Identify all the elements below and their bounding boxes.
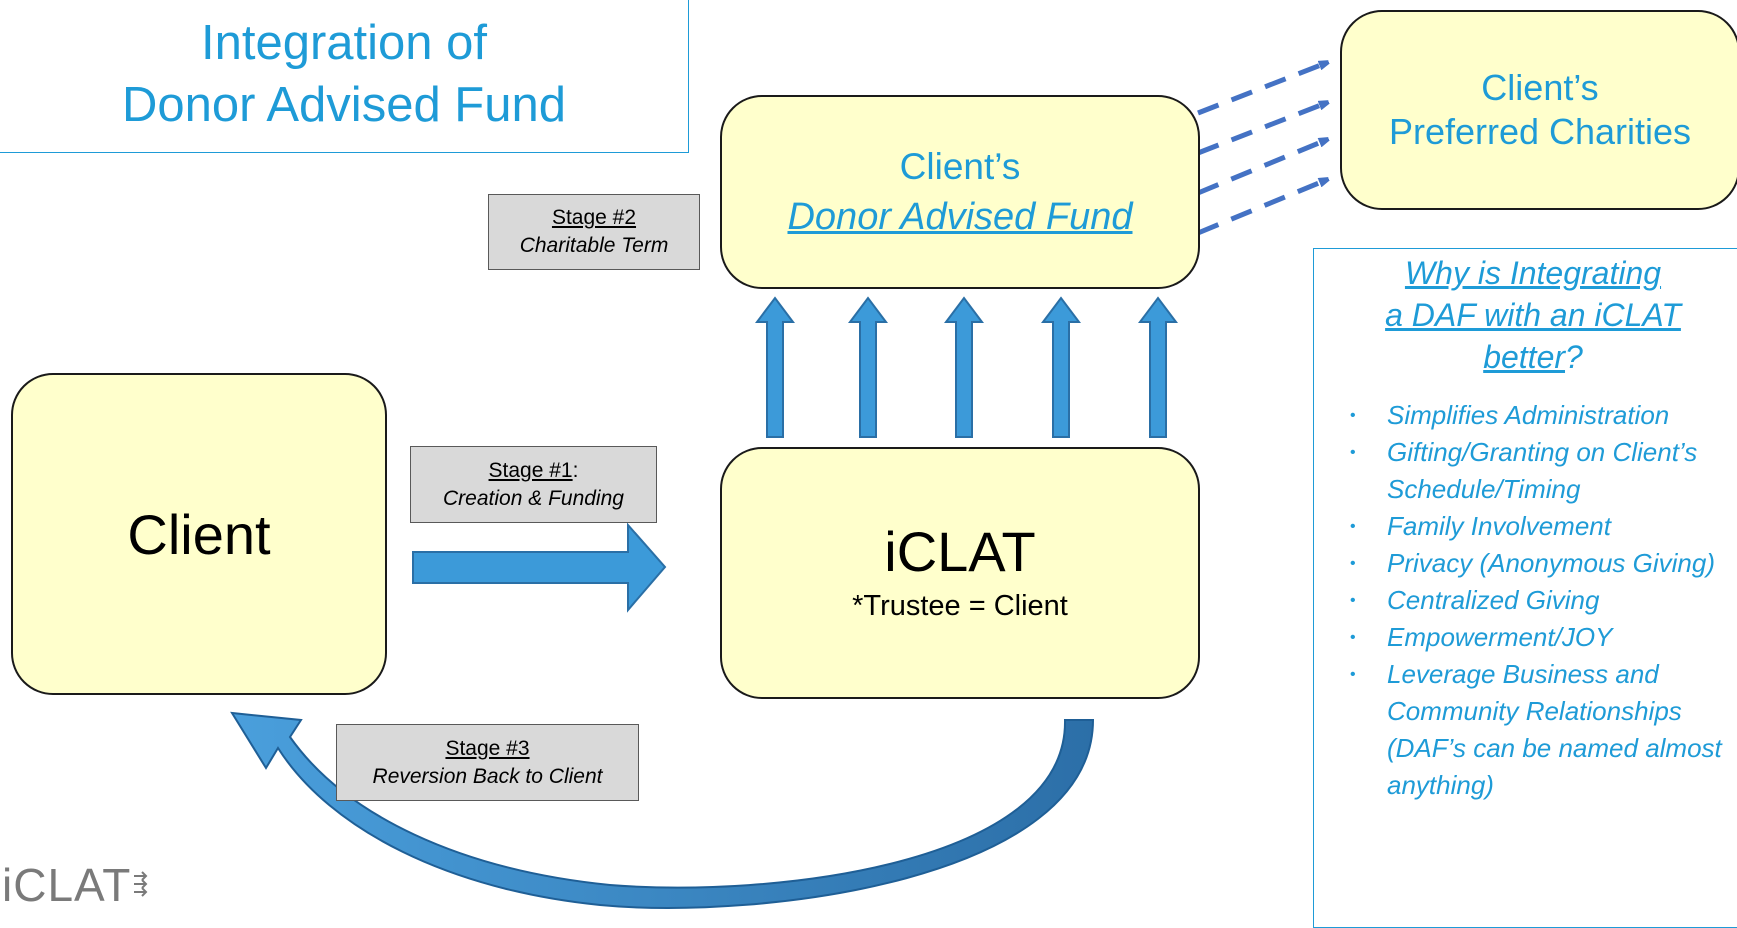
iclat-sublabel: *Trustee = Client	[852, 590, 1068, 622]
benefit-text: Privacy (Anonymous Giving)	[1387, 548, 1715, 578]
diagram-title: Integration of Donor Advised Fund	[0, 0, 689, 153]
benefit-item: •Simplifies Administration	[1350, 400, 1670, 430]
why-title-line-1: Why is Integrating	[1404, 255, 1662, 291]
funding-up-arrows	[755, 296, 1178, 438]
benefit-text: Centralized Giving	[1387, 585, 1600, 615]
benefit-text: Leverage Business and Community Relation…	[1387, 659, 1722, 800]
why-title-line-2: a DAF with an iCLAT	[1385, 297, 1681, 333]
stage2-description: Charitable Term	[519, 234, 669, 257]
stage1-suffix: :	[572, 458, 579, 482]
why-title-question: ?	[1565, 339, 1583, 375]
node-iclat: iCLAT *Trustee = Client	[720, 447, 1200, 699]
charities-label-line-2: Preferred Charities	[1388, 111, 1692, 152]
why-title: Why is Integrating a DAF with an iCLAT b…	[1313, 252, 1737, 378]
stage1-number: Stage #1	[488, 458, 573, 482]
benefit-text: Family Involvement	[1387, 511, 1611, 541]
node-client: Client	[11, 373, 387, 695]
dashed-arrow-4	[1197, 180, 1326, 236]
daf-label-line-1: Client’s	[899, 146, 1021, 187]
node-donor-advised-fund: Client’s Donor Advised Fund	[720, 95, 1200, 289]
stage3-curved-arrow	[230, 711, 1095, 909]
up-arrow-4	[1041, 296, 1081, 438]
benefit-item: •Privacy (Anonymous Giving)	[1350, 548, 1715, 578]
up-arrow-2	[848, 296, 888, 438]
client-label: Client	[127, 502, 271, 566]
grant-dashed-arrows	[1197, 63, 1326, 236]
benefit-item: •Leverage Business and Community Relatio…	[1350, 659, 1722, 800]
stage1-number-row: Stage #1:	[489, 457, 579, 485]
up-arrow-1	[755, 296, 795, 438]
stage3-description: Reversion Back to Client	[372, 764, 603, 788]
node-preferred-charities: Client’s Preferred Charities	[1340, 10, 1737, 210]
up-arrow-5	[1138, 296, 1178, 438]
stage2-number: Stage #2	[551, 206, 637, 229]
stage3-label: Stage #3 Reversion Back to Client	[336, 724, 639, 801]
stage1-label: Stage #1: Creation & Funding	[410, 446, 657, 523]
benefit-item: •Family Involvement	[1350, 511, 1611, 541]
benefit-text: Gifting/Granting on Client’s Schedule/Ti…	[1387, 437, 1698, 504]
benefit-text: Empowerment/JOY	[1387, 622, 1613, 652]
why-benefits-list: •Simplifies Administration •Gifting/Gran…	[1350, 397, 1737, 804]
benefit-item: •Empowerment/JOY	[1350, 622, 1613, 652]
dashed-arrow-1	[1197, 63, 1326, 116]
title-line-2: Donor Advised Fund	[122, 78, 566, 132]
stacked-arrows-icon	[134, 871, 148, 897]
logo-text: iCLAT	[2, 859, 132, 911]
stage3-number: Stage #3	[445, 736, 530, 760]
stage2-label: Stage #2 Charitable Term	[488, 194, 700, 270]
iclat-logo: iCLAT	[2, 858, 149, 912]
daf-label-line-2[interactable]: Donor Advised Fund	[787, 196, 1133, 238]
stage1-arrow	[412, 522, 667, 613]
charities-label-line-1: Client’s	[1481, 67, 1599, 108]
stage1-description: Creation & Funding	[443, 486, 624, 510]
title-line-1: Integration of	[200, 16, 488, 70]
why-title-line-3: better?	[1313, 336, 1737, 378]
dashed-arrow-2	[1197, 103, 1326, 156]
up-arrow-3	[944, 296, 984, 438]
why-title-better: better	[1483, 339, 1566, 375]
iclat-label: iCLAT	[884, 520, 1036, 583]
benefit-item: •Centralized Giving	[1350, 585, 1600, 615]
dashed-arrow-3	[1197, 140, 1326, 196]
benefit-item: •Gifting/Granting on Client’s Schedule/T…	[1350, 437, 1698, 504]
benefit-text: Simplifies Administration	[1387, 400, 1670, 430]
